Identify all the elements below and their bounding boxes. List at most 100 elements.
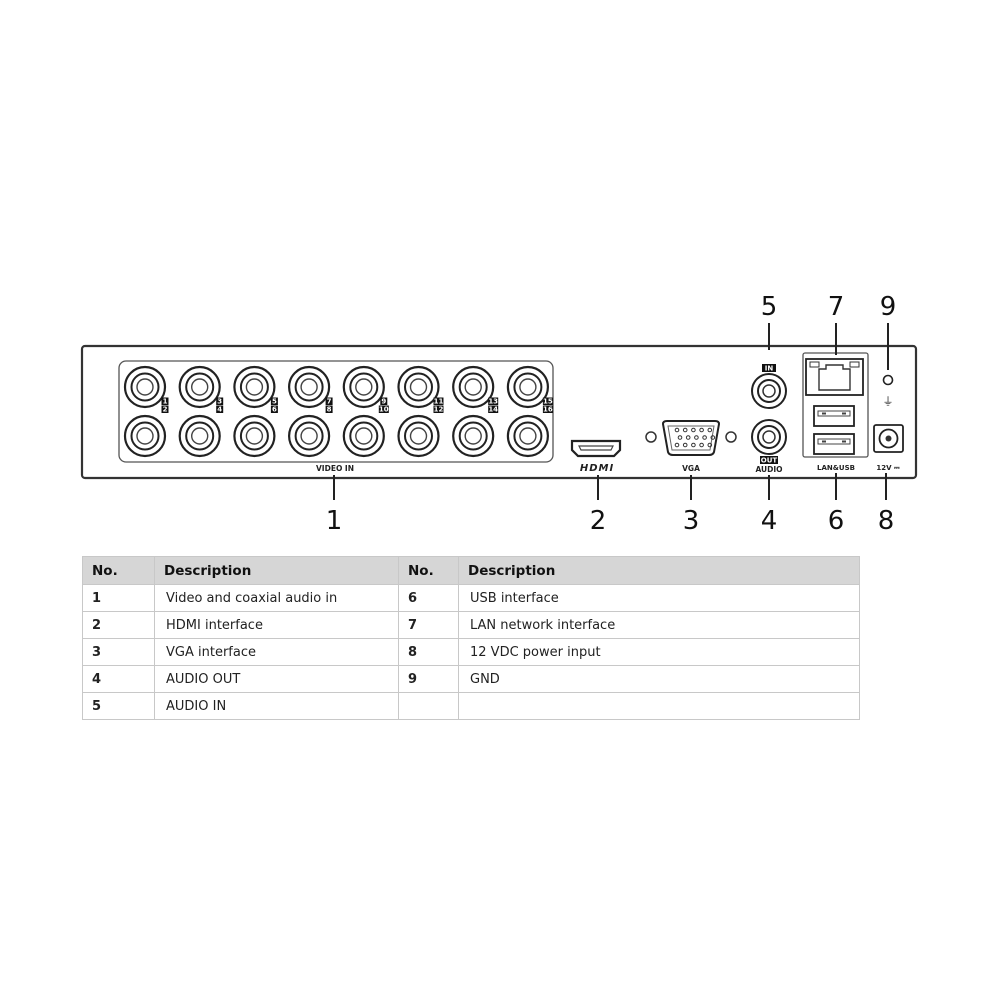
usb-port-top[interactable] [813, 405, 855, 427]
vga-pin [707, 427, 713, 433]
vga-pin [699, 427, 704, 433]
table-cell-description: GND [458, 665, 860, 693]
bnc-connector[interactable] [288, 414, 331, 458]
table-cell-no: 6 [398, 584, 459, 612]
audio-in-tag-badge [762, 364, 776, 372]
hdmi-port[interactable] [570, 439, 622, 458]
description-table: No. Description No. Description 1 Video … [82, 556, 860, 720]
channel-tag-badge [488, 405, 499, 413]
vga-pin [694, 435, 699, 440]
table-cell-no [398, 692, 459, 720]
channel-number-label: 10 [379, 406, 389, 414]
table-cell-no: 4 [82, 665, 155, 693]
table-cell-description: AUDIO IN [154, 692, 399, 720]
channel-number-label: 3 [217, 398, 222, 406]
lan-port[interactable] [805, 358, 864, 396]
channel-number-label: 2 [163, 406, 168, 414]
channel-tag-badge [325, 397, 333, 405]
channel-number-label: 12 [434, 406, 444, 414]
channel-number-label: 8 [327, 406, 332, 414]
channel-tag-badge [161, 405, 169, 413]
header-no-2: No. [398, 556, 459, 585]
vga-pin [682, 427, 688, 433]
audio-in-jack[interactable] [751, 373, 787, 409]
power-label: 12V ⎓ [876, 464, 900, 472]
bnc-connector[interactable] [288, 365, 331, 409]
channel-tag-badge [488, 397, 499, 405]
audio-out-tag-badge [760, 456, 778, 464]
callout-4: 4 [761, 506, 778, 536]
bnc-connector[interactable] [123, 414, 167, 458]
vga-pin [691, 427, 696, 433]
bnc-connector[interactable] [452, 414, 495, 458]
channel-number-label: 16 [543, 406, 553, 414]
bnc-connector[interactable] [178, 365, 221, 409]
callout-lines [333, 323, 889, 500]
usb-port-bottom[interactable] [813, 433, 855, 455]
audio-in-tag: IN [765, 365, 774, 373]
gnd-screw[interactable] [882, 374, 894, 386]
power-jack[interactable] [873, 424, 904, 453]
bnc-connector[interactable] [233, 365, 276, 409]
table-cell-no: 1 [82, 584, 155, 612]
bnc-connector[interactable] [233, 414, 276, 458]
callout-7: 7 [828, 292, 845, 322]
vga-pin [707, 442, 713, 448]
vga-pins [674, 427, 716, 448]
bnc-connector[interactable] [506, 414, 550, 458]
vga-port[interactable] [645, 420, 737, 456]
vga-pin [710, 435, 716, 440]
table-row: 1 Video and coaxial audio in 6 USB inter… [82, 584, 860, 612]
channel-number-label: 11 [434, 398, 444, 406]
channel-tag-badge [378, 405, 389, 413]
callout-2: 2 [590, 506, 607, 536]
bnc-connector[interactable] [452, 365, 495, 409]
bnc-connector[interactable] [397, 365, 440, 409]
table-header-row: No. Description No. Description [82, 556, 860, 585]
callout-8: 8 [878, 506, 895, 536]
table-cell-description: LAN network interface [458, 611, 860, 639]
channel-tag-badge [216, 397, 224, 405]
channel-number-label: 7 [327, 398, 332, 406]
table-cell-description: Video and coaxial audio in [154, 584, 399, 612]
table-row: 3 VGA interface 8 12 VDC power input [82, 638, 860, 666]
channel-tag-badge [161, 397, 169, 405]
bnc-connector[interactable] [342, 365, 385, 409]
bnc-connector[interactable] [342, 414, 385, 458]
lan-usb-label: LAN&USB [817, 464, 855, 472]
channel-tag-badge [433, 405, 444, 413]
vga-label: VGA [682, 464, 700, 473]
table-row: 5 AUDIO IN [82, 692, 860, 720]
table-cell-description: AUDIO OUT [154, 665, 399, 693]
gnd-symbol-icon: ⏚ [883, 395, 894, 408]
vga-pin [691, 442, 696, 448]
channel-tag-badge [542, 397, 553, 405]
table-cell-description: USB interface [458, 584, 860, 612]
video-in-panel [118, 360, 554, 463]
channel-number-label: 5 [272, 398, 277, 406]
vga-pin [699, 442, 704, 448]
bnc-connector[interactable] [178, 414, 221, 458]
channel-tag-badge [216, 405, 224, 413]
channel-number-label: 6 [272, 406, 277, 414]
table-cell-description: HDMI interface [154, 611, 399, 639]
channel-tag-badge [380, 397, 388, 405]
audio-out-jack[interactable] [751, 419, 787, 455]
channel-tag-badge [325, 405, 333, 413]
bnc-connector[interactable] [506, 365, 550, 409]
channel-tag-badge [542, 405, 553, 413]
table-cell-no: 5 [82, 692, 155, 720]
callout-5: 5 [761, 292, 778, 322]
table-cell-description [458, 692, 860, 720]
callout-6: 6 [828, 506, 845, 536]
channel-tag-badge [270, 397, 278, 405]
bnc-connector[interactable] [397, 414, 440, 458]
vga-pin [682, 442, 688, 448]
vga-pin [702, 435, 707, 440]
bnc-connector[interactable] [123, 365, 167, 409]
header-description-2: Description [458, 556, 860, 585]
channel-number-label: 15 [543, 398, 553, 406]
channel-number-label: 14 [488, 406, 498, 414]
